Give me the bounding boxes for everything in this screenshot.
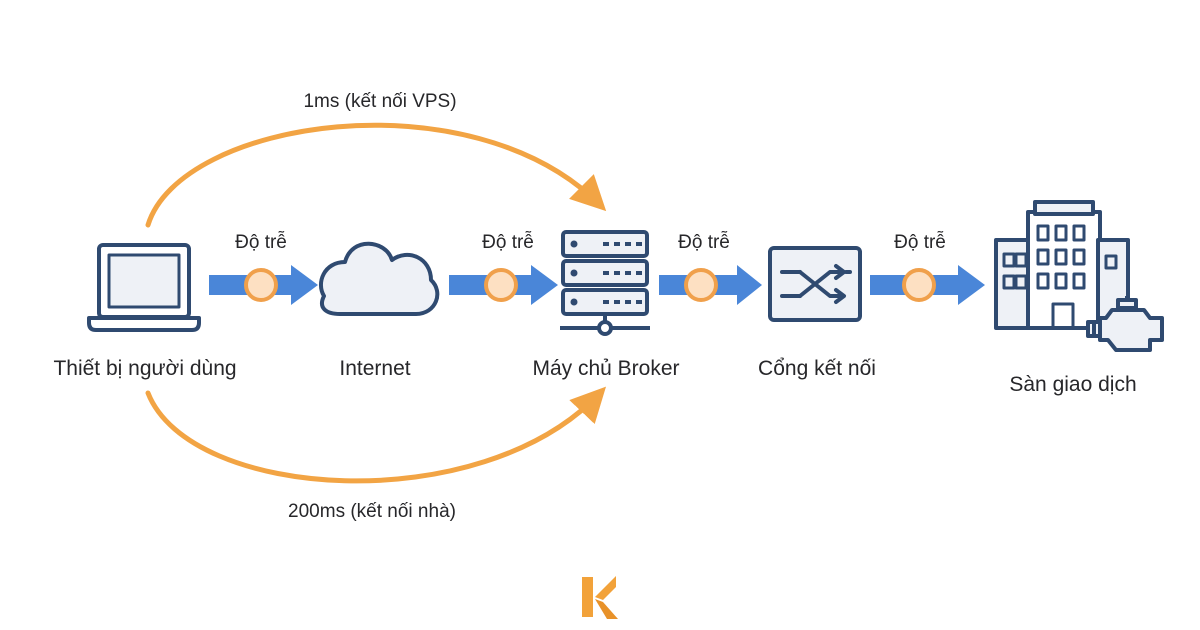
vps-route-arrow: [145, 122, 607, 228]
delay-label: Độ trễ: [894, 232, 946, 253]
node-label-broker-server: Máy chủ Broker: [532, 357, 680, 380]
server-icon: [560, 230, 650, 336]
laptop-icon: [87, 243, 201, 332]
k-logo-icon: [582, 576, 618, 619]
link-arrow-2: [449, 265, 558, 305]
delay-dot: [902, 268, 936, 302]
delay-dot: [684, 268, 718, 302]
route-label-vps: 1ms (kết nối VPS): [303, 91, 457, 112]
delay-dot: [244, 268, 278, 302]
link-arrow-1: [209, 265, 318, 305]
node-label-exchange: Sàn giao dịch: [1009, 373, 1137, 396]
link-arrow-4: [870, 265, 985, 305]
delay-dot: [484, 268, 518, 302]
engine-icon: [1086, 296, 1164, 352]
node-label-internet: Internet: [339, 357, 411, 380]
home-route-arrow: [145, 386, 607, 484]
route-label-home: 200ms (kết nối nhà): [288, 501, 456, 522]
cloud-icon: [318, 241, 440, 316]
node-label-user-device: Thiết bị người dùng: [53, 357, 237, 380]
delay-label: Độ trễ: [235, 232, 287, 253]
node-label-gateway: Cổng kết nối: [758, 357, 876, 380]
link-arrow-3: [659, 265, 762, 305]
switch-icon: [768, 246, 862, 322]
building-icon: [994, 200, 1130, 330]
delay-label: Độ trễ: [678, 232, 730, 253]
delay-label: Độ trễ: [482, 232, 534, 253]
